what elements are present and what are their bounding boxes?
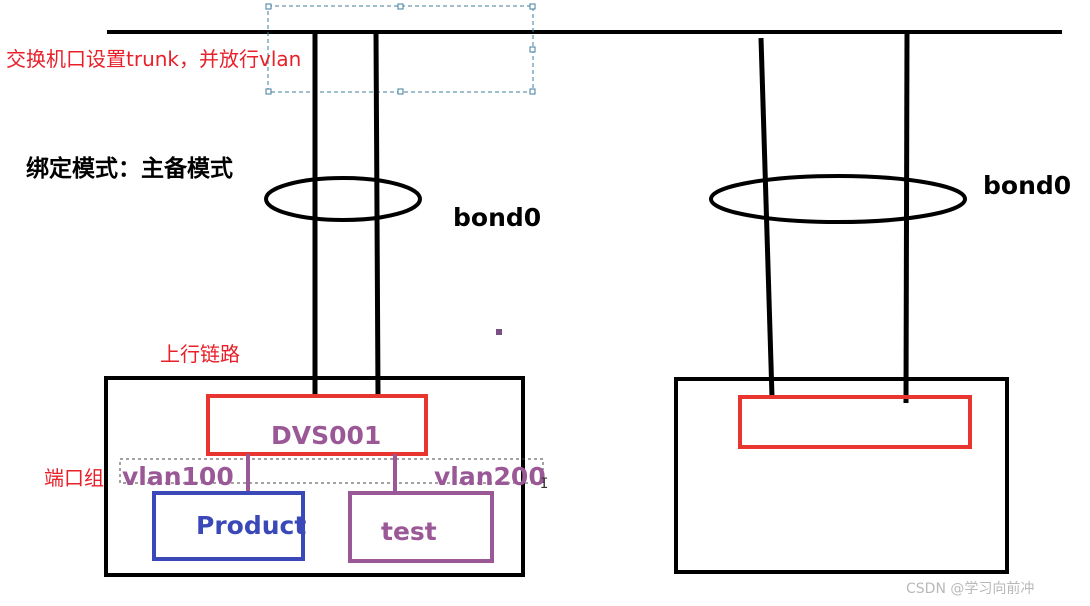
product-label: Product xyxy=(196,511,306,540)
right-dvs-box xyxy=(738,395,972,449)
vlan100-label: vlan100 xyxy=(122,462,234,491)
text-cursor-icon: I xyxy=(540,476,548,492)
uplink-label: 上行链路 xyxy=(160,342,240,366)
stray-dot xyxy=(496,329,502,335)
switch-port-annotation: 交换机口设置trunk，并放行vlan xyxy=(6,47,301,71)
vlan200-label: vlan200 xyxy=(434,462,546,491)
bond-mode-label: 绑定模式：主备模式 xyxy=(26,155,233,182)
left-bond-label: bond0 xyxy=(453,203,541,232)
watermark: CSDN @学习向前冲 xyxy=(906,580,1034,597)
left-uplink-2 xyxy=(373,31,381,397)
right-bond-ellipse xyxy=(709,174,967,224)
left-dvs-box xyxy=(206,394,428,456)
annotation-selection-box[interactable] xyxy=(265,3,536,95)
dvs-label: DVS001 xyxy=(271,421,381,450)
right-bond-label: bond0 xyxy=(983,171,1071,200)
product-portgroup-box xyxy=(152,491,305,561)
port-group-label: 端口组 xyxy=(44,466,104,490)
test-portgroup-box xyxy=(348,491,494,563)
port-group-dashed-area xyxy=(119,458,544,484)
left-host-box xyxy=(104,376,525,577)
right-host-box xyxy=(674,377,1009,574)
left-bond-ellipse xyxy=(264,176,422,222)
test-label: test xyxy=(381,517,437,546)
